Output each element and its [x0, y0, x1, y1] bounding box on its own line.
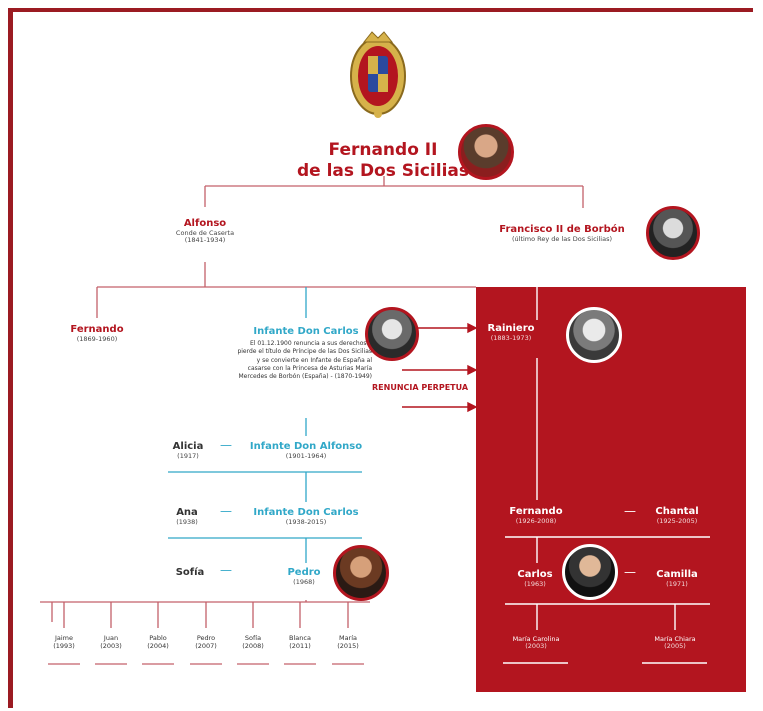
grandchild-dates: (2003) — [100, 642, 122, 651]
grandchild-dates: (2008) — [242, 642, 264, 651]
alicia-name: Alicia — [172, 441, 204, 452]
root-name-line1: Fernando II — [328, 140, 438, 160]
maria-chiara-node: María Chiara (2005) — [654, 635, 696, 651]
pedro-node: Pedro (1968) — [287, 567, 320, 586]
marriage-dash-sofia: — — [220, 563, 232, 577]
crest-emblem — [350, 31, 406, 118]
carlos-name: Carlos — [517, 569, 553, 580]
grandchild-name: Juan — [103, 634, 119, 642]
infante-carlos-description: El 01.12.1900 renuncia a sus derechos y … — [237, 340, 372, 381]
infante-alfonso-node: Infante Don Alfonso (1901-1964) — [250, 441, 362, 460]
renuncia-label: RENUNCIA PERPETUA — [372, 383, 469, 392]
maria-carolina-dates: (2003) — [525, 642, 547, 651]
francisco-portrait — [646, 206, 700, 260]
grandchild-2: Pablo(2004) — [147, 634, 169, 650]
camilla-dates: (1971) — [666, 579, 688, 588]
grandchild-name: Pablo — [149, 634, 167, 642]
carlos-node: Carlos (1963) — [517, 569, 552, 588]
alfonso-title: Conde de Caserta — [175, 228, 235, 237]
fernando-1869-dates: (1869-1960) — [76, 334, 118, 343]
maria-carolina-name: María Carolina — [512, 635, 560, 643]
infante-carlos-portrait — [365, 307, 419, 361]
fernando-1926-name: Fernando — [509, 506, 563, 517]
grandchild-5: Blanca(2011) — [289, 634, 311, 650]
grandchild-dates: (1993) — [53, 642, 75, 651]
pedro-portrait — [333, 545, 389, 601]
grandchild-0: Jaime(1993) — [53, 634, 75, 650]
infante-carlos2-dates: (1938-2015) — [285, 517, 327, 526]
grandchild-name: Blanca — [289, 634, 311, 642]
frame-top-border — [8, 8, 753, 12]
alicia-node: Alicia (1917) — [173, 441, 204, 460]
francisco-name: Francisco II de Borbón — [499, 224, 625, 235]
marriage-dash-chantal: — — [624, 504, 636, 518]
grandchild-6: María(2015) — [337, 634, 359, 650]
rainiero-portrait — [566, 307, 622, 363]
grandchild-4: Sofía(2008) — [242, 634, 264, 650]
root-person: Fernando II de las Dos Sicilias — [297, 140, 469, 183]
infante-alfonso-name: Infante Don Alfonso — [249, 441, 363, 452]
root-name-line2: de las Dos Sicilias — [296, 161, 470, 182]
carlos-portrait — [562, 544, 618, 600]
ana-name: Ana — [176, 507, 198, 518]
grandchild-name: Sofía — [244, 634, 262, 642]
fernando-1869-name: Fernando — [70, 324, 124, 335]
francisco-title: (último Rey de las Dos Sicilias) — [511, 234, 613, 243]
grandchild-dates: (2015) — [337, 642, 359, 651]
carlos-dates: (1963) — [524, 579, 546, 588]
alfonso-name: Alfonso — [183, 218, 227, 229]
maria-chiara-dates: (2005) — [664, 642, 686, 651]
frame-left-border — [8, 8, 13, 708]
ana-node: Ana (1938) — [176, 507, 198, 526]
chantal-dates: (1925-2005) — [656, 516, 698, 525]
grandchild-dates: (2011) — [289, 642, 311, 651]
marriage-dash-camilla: — — [624, 565, 636, 579]
grandchild-name: Jaime — [54, 634, 74, 642]
sofia-name: Sofía — [175, 567, 205, 578]
rainiero-dates: (1883-1973) — [490, 333, 532, 342]
fernando-1926-dates: (1926-2008) — [515, 516, 557, 525]
grandchild-1: Juan(2003) — [100, 634, 122, 650]
infante-carlos2-node: Infante Don Carlos (1938-2015) — [253, 507, 358, 526]
infante-carlos2-name: Infante Don Carlos — [253, 507, 359, 518]
fernando-1926-node: Fernando (1926-2008) — [509, 506, 562, 525]
grandchild-name: María — [338, 634, 358, 642]
root-portrait — [458, 124, 514, 180]
marriage-dash-alicia: — — [220, 438, 232, 452]
rainiero-name: Rainiero — [487, 323, 535, 334]
francisco-node: Francisco II de Borbón (último Rey de la… — [499, 224, 625, 243]
grandchild-name: Pedro — [196, 634, 216, 642]
chantal-name: Chantal — [655, 506, 699, 517]
sofia-node: Sofía — [176, 567, 205, 579]
pedro-name: Pedro — [287, 567, 321, 578]
infante-alfonso-dates: (1901-1964) — [285, 451, 327, 460]
marriage-dash-ana: — — [220, 504, 232, 518]
infante-carlos-name: Infante Don Carlos — [253, 326, 359, 337]
camilla-name: Camilla — [656, 569, 698, 580]
grandchild-3: Pedro(2007) — [195, 634, 217, 650]
maria-chiara-name: María Chiara — [654, 635, 696, 643]
rainiero-node: Rainiero (1883-1973) — [487, 323, 534, 342]
camilla-node: Camilla (1971) — [656, 569, 698, 588]
fernando-1869-node: Fernando (1869-1960) — [70, 324, 123, 343]
maria-carolina-node: María Carolina (2003) — [512, 635, 560, 651]
pedro-dates: (1968) — [293, 577, 315, 586]
alfonso-node: Alfonso Conde de Caserta (1841-1934) — [176, 218, 234, 244]
alfonso-dates: (1841-1934) — [184, 235, 226, 244]
grandchild-dates: (2004) — [147, 642, 169, 651]
grandchild-dates: (2007) — [195, 642, 217, 651]
alicia-dates: (1917) — [177, 451, 199, 460]
chantal-node: Chantal (1925-2005) — [655, 506, 698, 525]
ana-dates: (1938) — [176, 517, 198, 526]
